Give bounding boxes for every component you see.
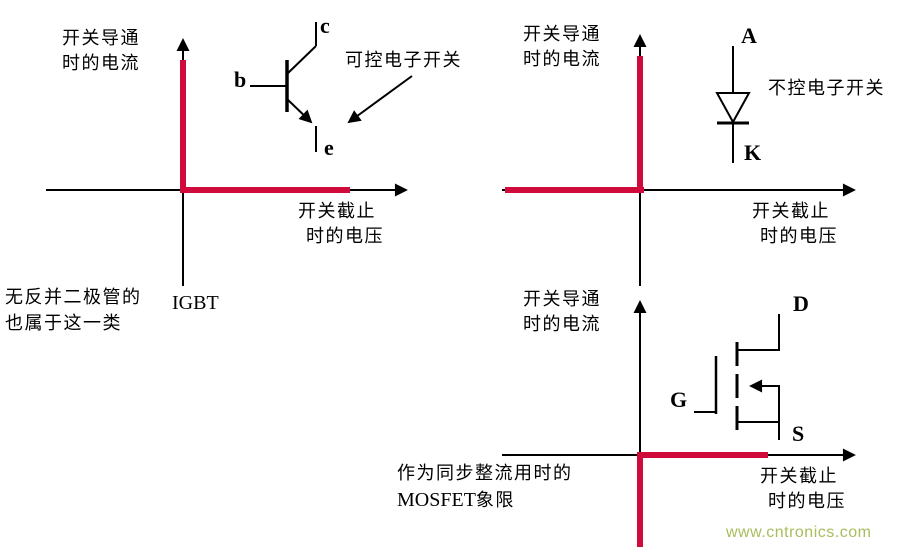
bjt-emitter-label: e <box>324 135 334 160</box>
tr-on-current-line1: 开关导通 <box>523 24 601 44</box>
diode-cathode-label: K <box>744 140 762 165</box>
igbt-note-line1: 无反并二极管的 <box>5 287 142 307</box>
bjt-emitter-diag <box>286 98 313 124</box>
bjt-collector-diag <box>286 45 317 75</box>
br-off-voltage-line1: 开关截止 <box>760 466 838 486</box>
mosfet-note-line1: 作为同步整流用时的 <box>397 463 573 483</box>
bottom-right-axes <box>502 300 856 547</box>
mosfet-device-label: MOSFET <box>397 489 476 511</box>
igbt-device-label: IGBT <box>172 292 219 314</box>
tr-off-voltage-label: 开关截止 时的电压 <box>752 199 838 249</box>
bjt-symbol <box>250 22 317 152</box>
tr-off-voltage-line2: 时的电压 <box>760 226 838 246</box>
tl-off-voltage-line1: 开关截止 <box>298 201 376 221</box>
mosfet-symbol <box>694 314 780 440</box>
tr-on-current-line2: 时的电流 <box>523 49 601 69</box>
br-on-current-label: 开关导通 时的电流 <box>523 287 601 337</box>
tl-on-current-line1: 开关导通 <box>62 28 140 48</box>
mosfet-gate-label: G <box>670 387 688 412</box>
br-on-current-line1: 开关导通 <box>523 289 601 309</box>
tl-off-voltage-line2: 时的电压 <box>306 226 384 246</box>
tl-off-voltage-label: 开关截止 时的电压 <box>298 199 384 249</box>
bjt-collector-label: c <box>320 13 330 38</box>
mosfet-note-line2: MOSFET象限 <box>397 488 515 513</box>
mosfet-quadrant-text: 象限 <box>475 490 515 510</box>
callout-arrow <box>347 75 413 124</box>
diode-anode-label: A <box>741 23 757 48</box>
tl-on-current-label: 开关导通 时的电流 <box>62 26 140 76</box>
br-off-voltage-line2: 时的电压 <box>768 491 846 511</box>
top-left-axes <box>46 38 408 286</box>
igbt-note-line2: 也属于这一类 <box>5 313 122 333</box>
tr-on-current-label: 开关导通 时的电流 <box>523 22 601 72</box>
mosfet-drain-label: D <box>793 291 809 316</box>
bjt-base-label: b <box>234 67 247 92</box>
uncontrollable-switch-callout: 不控电子开关 <box>768 78 885 98</box>
br-off-voltage-label: 开关截止 时的电压 <box>760 464 846 514</box>
diode-symbol <box>715 46 751 163</box>
watermark: www.cntronics.com <box>726 524 872 541</box>
tr-off-voltage-line1: 开关截止 <box>752 201 830 221</box>
tl-on-current-line2: 时的电流 <box>62 53 140 73</box>
diode-triangle <box>715 92 751 125</box>
br-on-current-line2: 时的电流 <box>523 314 601 334</box>
mosfet-source-label: S <box>792 421 805 446</box>
controllable-switch-callout: 可控电子开关 <box>345 50 462 70</box>
top-right-axes <box>502 34 856 286</box>
